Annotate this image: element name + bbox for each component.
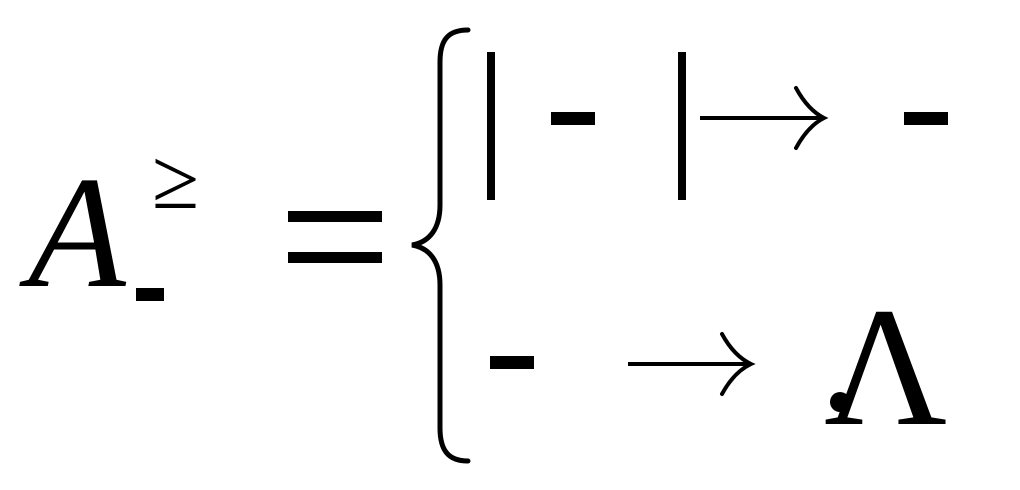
row1-dash-1 [551,112,595,125]
row1-vertical-bar-right [678,52,686,200]
symbol-a: A [28,143,126,321]
row2-dash [490,356,534,369]
equals-top-bar [288,211,382,222]
subscript-dash [136,288,164,301]
symbol-lambda: Λ [824,273,948,461]
row2-dot [830,392,850,412]
row1-vertical-bar-left [487,52,495,200]
superscript-geq: ≥ [152,131,200,227]
equals-bottom-bar [288,252,382,263]
row1-dash-2 [904,112,948,125]
